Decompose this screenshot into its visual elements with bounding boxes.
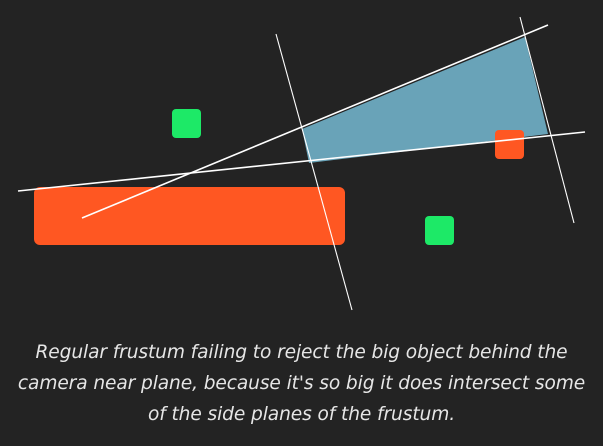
- big-object: [34, 187, 345, 245]
- figure-caption: Regular frustum failing to reject the bi…: [17, 342, 586, 425]
- frustum-volume: [302, 37, 548, 163]
- near-plane: [275, 33, 353, 311]
- far-plane: [519, 16, 575, 224]
- red-object-small: [495, 130, 524, 159]
- frustum-lower-side-plane: [17, 131, 586, 192]
- green-object-bottom: [425, 216, 454, 245]
- frustum-diagram: [17, 16, 586, 311]
- frustum-upper-side-plane: [81, 24, 549, 219]
- green-object-top: [172, 109, 201, 138]
